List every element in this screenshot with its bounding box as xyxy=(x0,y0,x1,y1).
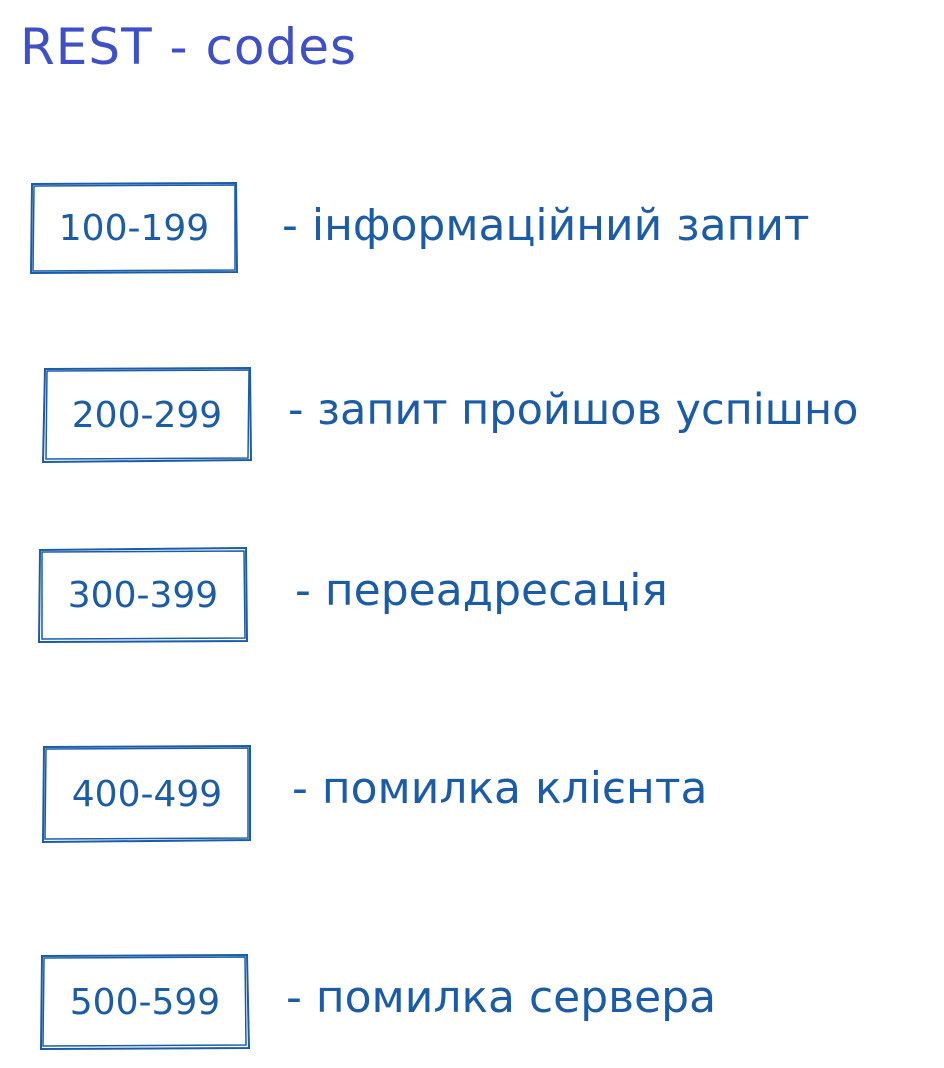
code-box-3xx: 300-399 xyxy=(37,546,249,644)
code-box-outline xyxy=(39,953,251,1051)
code-description: - запит пройшов успішно xyxy=(288,385,859,435)
status-row-3xx: 300-399 - переадресація xyxy=(0,545,944,645)
code-box-4xx: 400-499 xyxy=(41,744,252,844)
code-box-5xx: 500-599 xyxy=(39,953,251,1051)
code-range: 200-299 xyxy=(71,394,223,436)
code-description: - помилка сервера xyxy=(286,972,717,1023)
code-description: - переадресація xyxy=(295,565,668,616)
status-row-1xx: 100-199 - інформаційний запит xyxy=(0,180,944,280)
diagram-title: REST - codes xyxy=(20,18,358,76)
code-box-1xx: 100-199 xyxy=(29,181,239,275)
code-box-outline xyxy=(41,744,251,844)
code-range: 100-199 xyxy=(58,207,210,249)
code-range: 500-599 xyxy=(69,981,221,1023)
code-range: 300-399 xyxy=(67,574,219,616)
status-row-2xx: 200-299 - запит пройшов успішно xyxy=(0,365,944,465)
status-row-5xx: 500-599 - помилка сервера xyxy=(0,952,944,1052)
code-description: - інформаційний запит xyxy=(282,200,810,251)
code-range: 400-499 xyxy=(71,773,223,815)
code-box-2xx: 200-299 xyxy=(41,366,253,464)
code-box-outline xyxy=(37,546,249,644)
status-row-4xx: 400-499 - помилка клієнта xyxy=(0,743,944,844)
code-box-outline xyxy=(41,366,253,464)
code-description: - помилка клієнта xyxy=(292,763,708,814)
code-box-outline xyxy=(29,181,239,275)
